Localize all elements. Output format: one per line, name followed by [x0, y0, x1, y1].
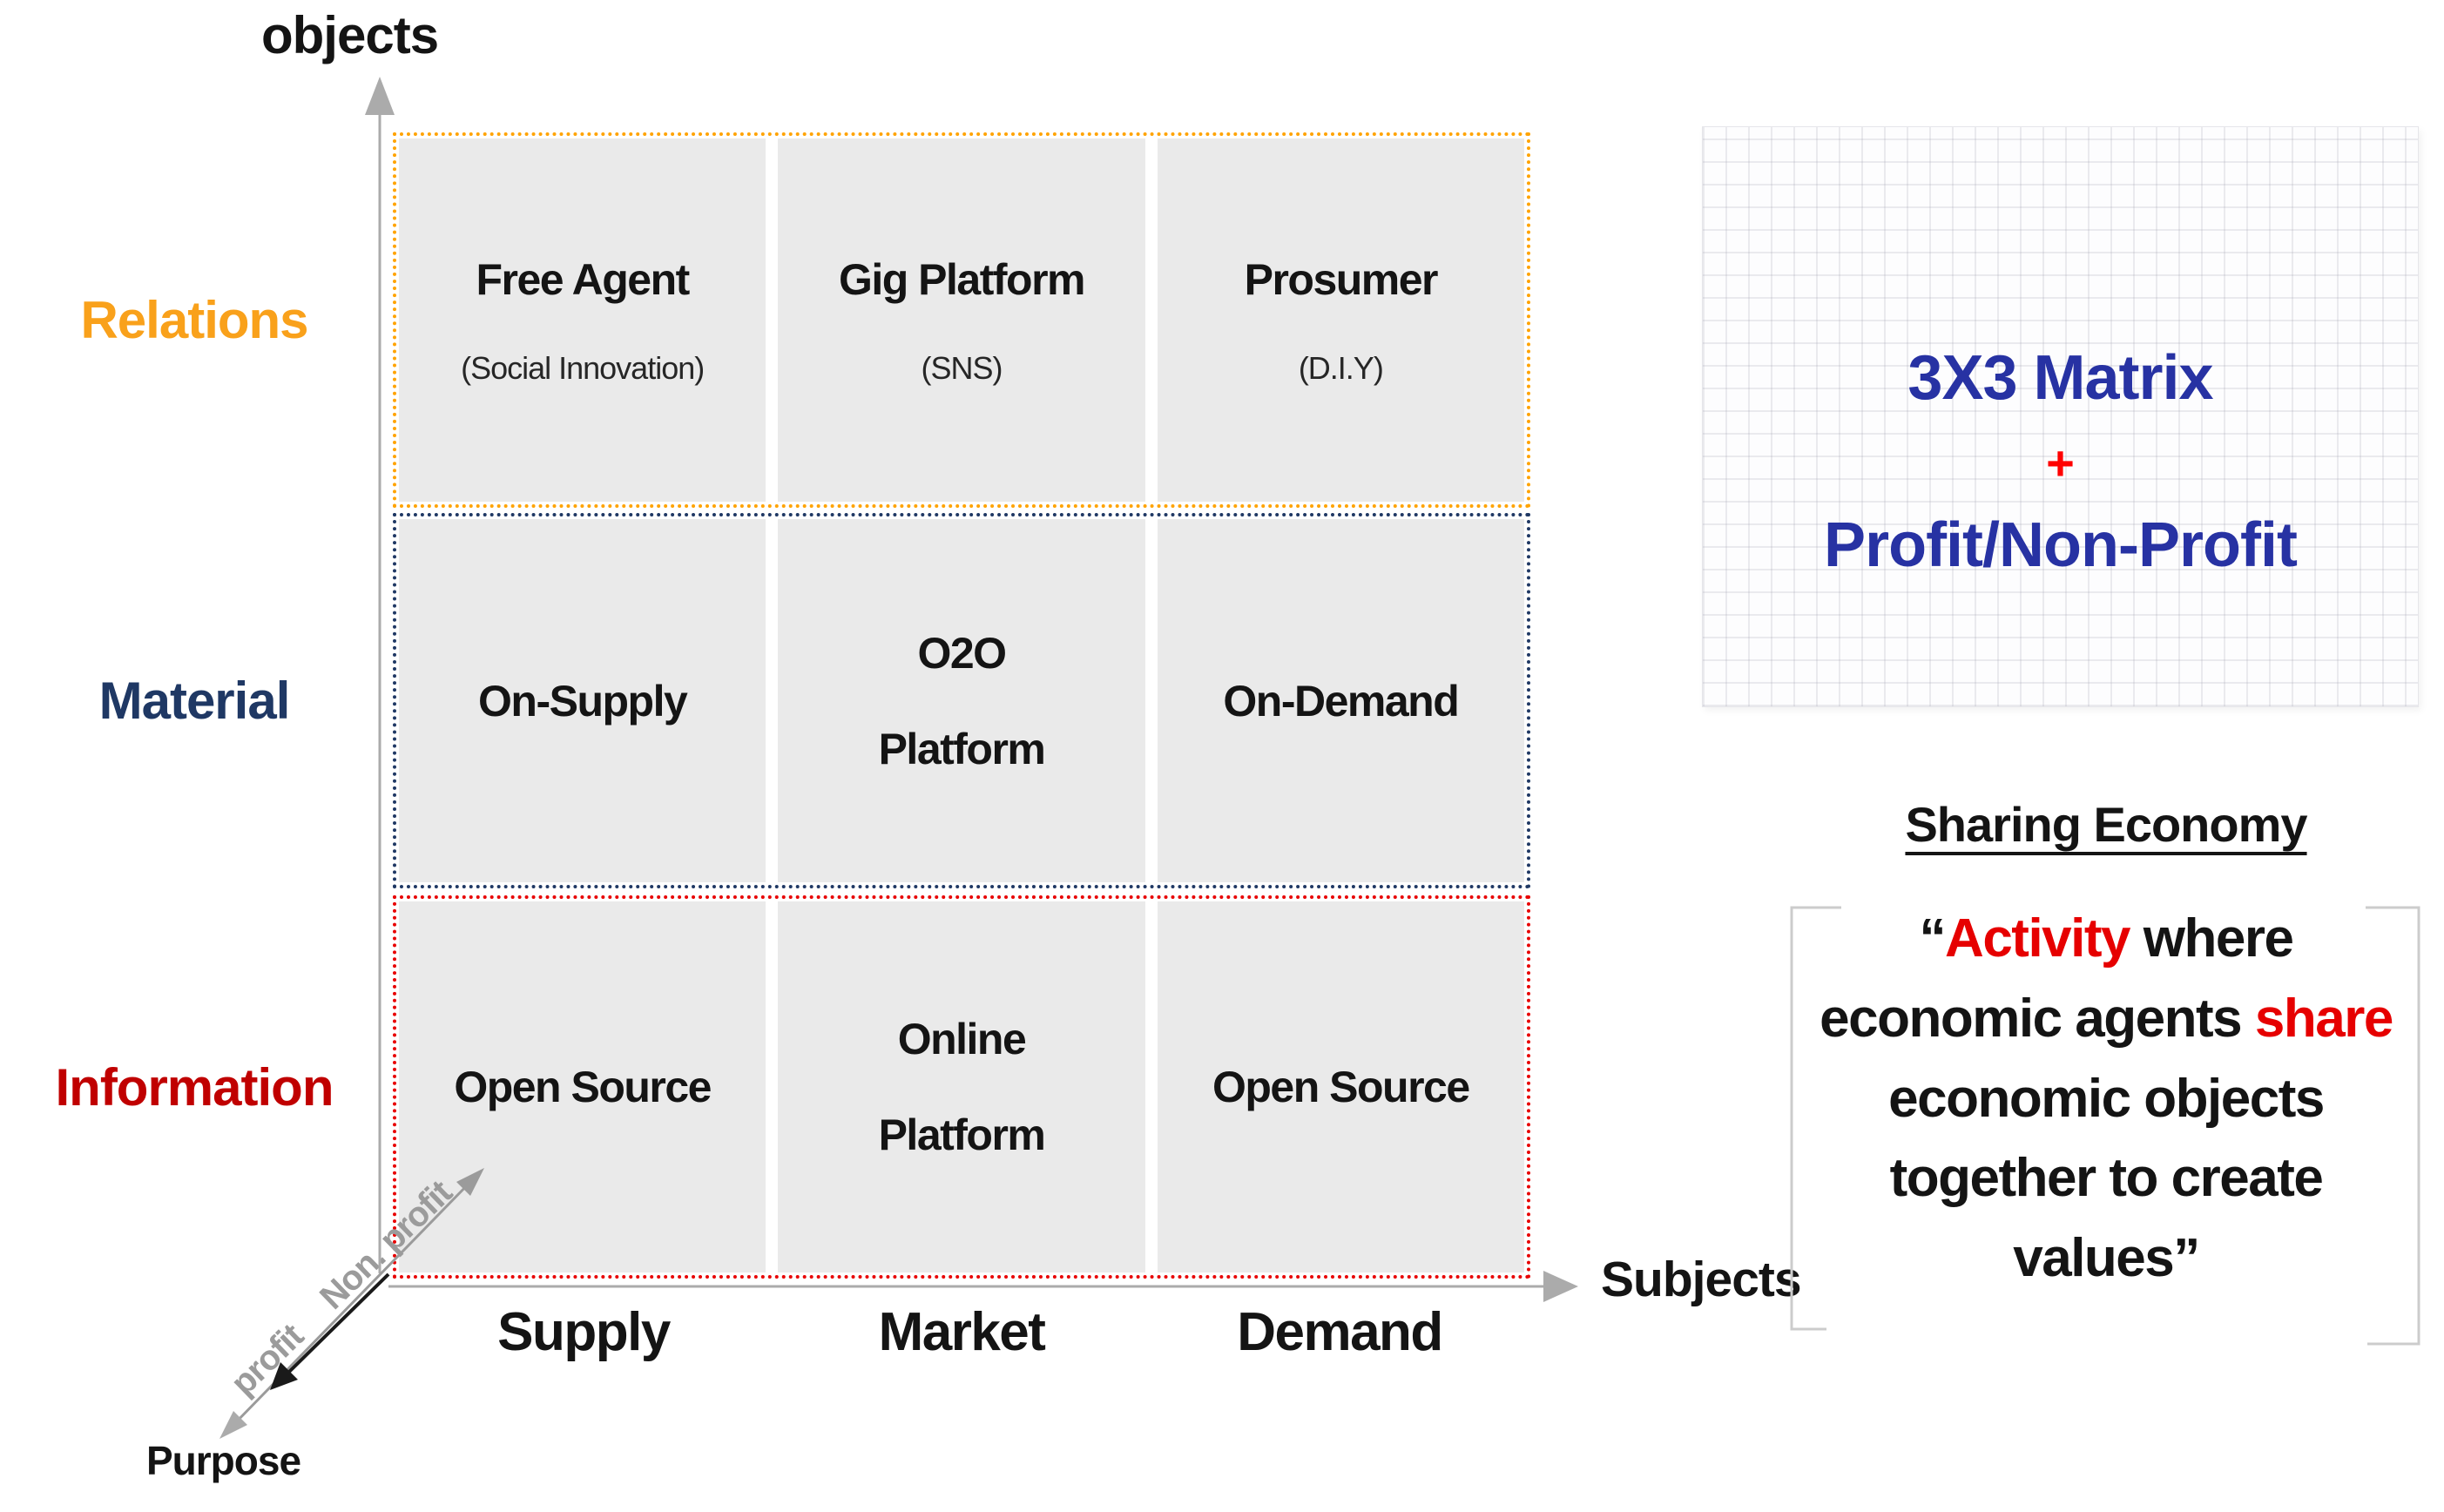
row-label-relations: Relations	[80, 291, 308, 349]
matrix-cell-online-platform: Online Platform	[778, 901, 1145, 1272]
diagonal-label-profit: profit	[223, 1316, 311, 1403]
matrix-cell-open-source-demand: Open Source	[1157, 901, 1524, 1272]
column-label-supply: Supply	[497, 1302, 671, 1362]
cell-title: Free Agent	[476, 254, 691, 304]
cell-title: Online	[897, 1015, 1027, 1063]
column-label-market: Market	[878, 1302, 1046, 1362]
quote-word-activity: Activity	[1945, 908, 2130, 969]
matrix-cell-on-demand: On-Demand	[1157, 519, 1524, 882]
cell-title: Open Source	[1212, 1063, 1470, 1111]
quote-text-tail: economic objects together to create valu…	[1888, 988, 2407, 1289]
column-label-demand: Demand	[1237, 1302, 1443, 1362]
matrix-summary-box: 3X3 Matrix + Profit/Non-Profit	[1702, 126, 2419, 707]
y-axis-label: objects	[261, 6, 439, 64]
matrix-cell-gig-platform: Gig Platform (SNS)	[778, 138, 1145, 502]
cell-title: O2O	[917, 628, 1007, 678]
summary-line-1: 3X3 Matrix	[1907, 343, 2213, 413]
matrix-cell-o2o-platform: O2O Platform	[778, 519, 1145, 882]
cell-title: Open Source	[454, 1063, 712, 1111]
diagonal-axis-title: Purpose	[146, 1438, 301, 1483]
matrix-row-relations: Free Agent (Social Innovation) Gig Platf…	[393, 132, 1530, 508]
row-label-material: Material	[98, 672, 291, 730]
cell-subtitle: (Social Innovation)	[461, 349, 705, 386]
x-axis-label: Subjects	[1601, 1252, 1802, 1307]
cell-title: On-Supply	[478, 676, 688, 726]
cell-title-line2: Platform	[878, 724, 1046, 773]
sharing-economy-heading: Sharing Economy	[1905, 797, 2307, 852]
summary-line-2: Profit/Non-Profit	[1824, 510, 2298, 580]
quote-text-mid: where economic agents	[1819, 908, 2307, 1049]
cell-subtitle: (D.I.Y)	[1298, 349, 1384, 386]
quote-open-mark: “	[1919, 908, 1947, 969]
summary-plus: +	[2046, 435, 2075, 490]
matrix-row-information: Open Source Online Platform Open Source	[393, 895, 1530, 1279]
cell-title: On-Demand	[1223, 676, 1459, 726]
cell-title-line2: Platform	[878, 1110, 1046, 1159]
matrix-cell-prosumer: Prosumer (D.I.Y)	[1157, 138, 1524, 502]
quote-word-share: share	[2254, 988, 2393, 1049]
matrix-row-material: On-Supply O2O Platform On-Demand	[393, 513, 1530, 888]
cell-title: Gig Platform	[838, 254, 1086, 304]
cell-subtitle: (SNS)	[921, 349, 1003, 386]
sharing-economy-quote: “Activity where economic agents share ec…	[1810, 899, 2402, 1299]
row-label-information: Information	[55, 1057, 334, 1117]
matrix-cell-on-supply: On-Supply	[399, 519, 766, 882]
x-axis-arrowhead	[1543, 1271, 1578, 1302]
matrix-cell-free-agent: Free Agent (Social Innovation)	[399, 138, 766, 502]
y-axis-arrowhead	[365, 77, 395, 115]
cell-title: Prosumer	[1244, 254, 1439, 304]
matrix-cell-open-source-supply: Open Source	[399, 901, 766, 1272]
